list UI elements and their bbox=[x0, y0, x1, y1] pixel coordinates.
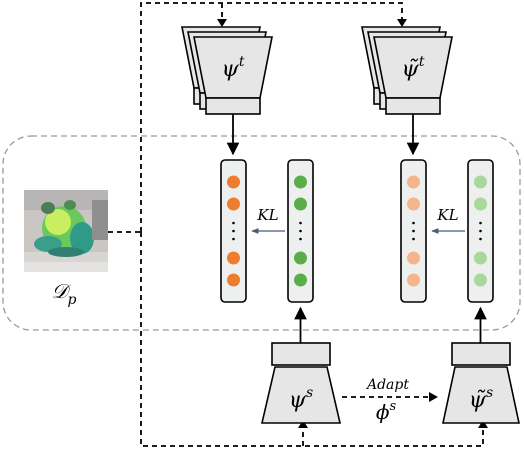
teacher-dot bbox=[227, 197, 240, 211]
teacher-dot bbox=[227, 175, 240, 189]
teacher-tilde-label: ψ̃t bbox=[402, 54, 425, 82]
teacher-dot bbox=[227, 273, 240, 287]
teacher-tilde-dot bbox=[407, 251, 420, 265]
teacher-tilde-dot bbox=[407, 197, 420, 211]
student-dot bbox=[294, 273, 307, 287]
teacher-arrows bbox=[226, 114, 420, 156]
student-tilde-dot bbox=[474, 273, 487, 287]
student-dot bbox=[294, 251, 307, 265]
student-label: ψs bbox=[289, 385, 313, 413]
teacher-tilde-dot bbox=[407, 273, 420, 287]
teacher-tilde-dot bbox=[407, 175, 420, 189]
adapt-param-label: ϕs bbox=[376, 399, 397, 424]
student-tilde-dot bbox=[474, 197, 487, 211]
teacher-label: ψt bbox=[222, 54, 245, 82]
logit-dots bbox=[227, 175, 487, 287]
student-arrows bbox=[294, 306, 487, 343]
dataset-region bbox=[2, 135, 521, 331]
dashed-routing bbox=[108, 2, 484, 447]
adapt-label: Adapt bbox=[365, 377, 409, 393]
student-tilde-dot bbox=[474, 251, 487, 265]
dataset-image bbox=[24, 190, 108, 272]
kl-right-label: KL bbox=[436, 206, 458, 224]
student-tilde-dot bbox=[474, 175, 487, 189]
student-tilde-label: ψ̃s bbox=[469, 385, 493, 413]
dashed-arrowheads bbox=[217, 19, 488, 428]
student-model: ψs bbox=[260, 342, 342, 424]
teacher-dot bbox=[227, 251, 240, 265]
ellipsis-marks bbox=[232, 221, 482, 241]
student-dot bbox=[294, 197, 307, 211]
kl-left-label: KL bbox=[256, 206, 278, 224]
teacher-tilde-model: ψ̃t bbox=[361, 26, 453, 115]
teacher-model: ψt bbox=[181, 26, 273, 115]
student-dot bbox=[294, 175, 307, 189]
dataset-label: 𝒟p bbox=[52, 279, 77, 308]
teacher-stack-front bbox=[193, 36, 273, 115]
student-tilde-model: ψ̃s bbox=[442, 342, 520, 424]
